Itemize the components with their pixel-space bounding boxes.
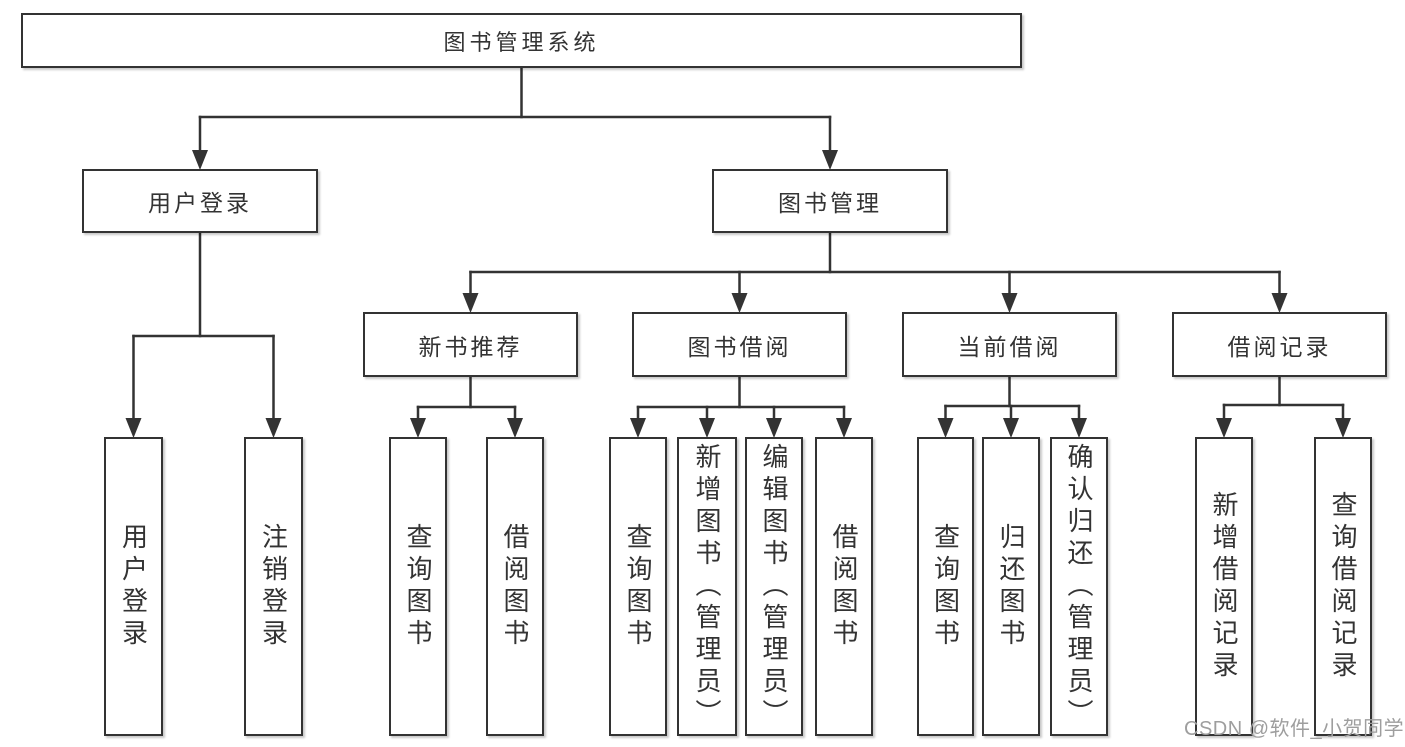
arrowhead-icon [410, 418, 426, 438]
arrowhead-icon [699, 418, 715, 438]
node-leaf-add-book: 新增图书（管理员） [677, 437, 737, 736]
node-label: 确认归还（管理员） [1064, 442, 1094, 731]
arrowhead-icon [1071, 418, 1087, 438]
node-leaf-edit-book: 编辑图书（管理员） [745, 437, 803, 736]
arrowhead-icon [1271, 293, 1288, 313]
node-label: 新增借阅记录 [1209, 490, 1239, 683]
arrowhead-icon [766, 418, 782, 438]
node-leaf-add-record: 新增借阅记录 [1195, 437, 1253, 736]
node-current-borrow: 当前借阅 [902, 312, 1117, 377]
node-label: 用户登录 [148, 190, 252, 216]
node-leaf-query-book-2: 查询图书 [609, 437, 667, 736]
node-leaf-query-book-3: 查询图书 [917, 437, 974, 736]
arrowhead-icon [1001, 293, 1018, 313]
arrowhead-icon [125, 418, 142, 438]
node-user-login: 用户登录 [82, 169, 318, 233]
node-leaf-logout: 注销登录 [244, 437, 303, 736]
arrowhead-icon [836, 418, 852, 438]
watermark: CSDN @软件_小贺同学 [1184, 718, 1405, 740]
node-leaf-borrow-book-2: 借阅图书 [815, 437, 873, 736]
arrowhead-icon [822, 150, 838, 170]
node-label: 图书管理系统 [443, 29, 600, 55]
node-label: 借阅图书 [500, 522, 530, 651]
arrowhead-icon [630, 418, 646, 438]
node-label: 当前借阅 [957, 333, 1062, 360]
node-borrow-records: 借阅记录 [1172, 312, 1387, 377]
arrowhead-icon [462, 293, 479, 313]
arrowhead-icon [192, 150, 208, 170]
arrowhead-icon [937, 418, 954, 438]
node-label: 查询图书 [403, 522, 433, 651]
arrowhead-icon [1003, 418, 1019, 438]
node-root: 图书管理系统 [21, 13, 1022, 68]
node-leaf-query-record: 查询借阅记录 [1314, 437, 1372, 736]
node-label: 注销登录 [258, 522, 289, 651]
node-label: 图书管理 [778, 190, 882, 216]
node-label: 用户登录 [118, 522, 149, 651]
node-book-mgmt: 图书管理 [712, 169, 948, 233]
node-new-book-rec: 新书推荐 [363, 312, 578, 377]
node-label: 新书推荐 [418, 333, 523, 360]
node-label: 借阅图书 [829, 522, 859, 651]
arrowhead-icon [731, 293, 748, 313]
arrowhead-icon [265, 418, 282, 438]
node-leaf-borrow-book-1: 借阅图书 [486, 437, 544, 736]
node-label: 查询图书 [623, 522, 653, 651]
arrowhead-icon [507, 418, 523, 438]
node-label: 新增图书（管理员） [692, 442, 722, 731]
node-leaf-return-book: 归还图书 [982, 437, 1040, 736]
node-label: 归还图书 [996, 522, 1026, 651]
node-label: 图书借阅 [687, 333, 792, 360]
node-leaf-confirm-return: 确认归还（管理员） [1050, 437, 1108, 736]
node-label: 查询借阅记录 [1328, 490, 1358, 683]
node-label: 借阅记录 [1227, 333, 1332, 360]
node-label: 编辑图书（管理员） [759, 442, 789, 731]
node-label: 查询图书 [930, 522, 961, 651]
arrowhead-icon [1335, 418, 1351, 438]
node-leaf-user-login: 用户登录 [104, 437, 163, 736]
node-leaf-query-book-1: 查询图书 [389, 437, 447, 736]
arrowhead-icon [1216, 418, 1232, 438]
node-book-borrow: 图书借阅 [632, 312, 847, 377]
